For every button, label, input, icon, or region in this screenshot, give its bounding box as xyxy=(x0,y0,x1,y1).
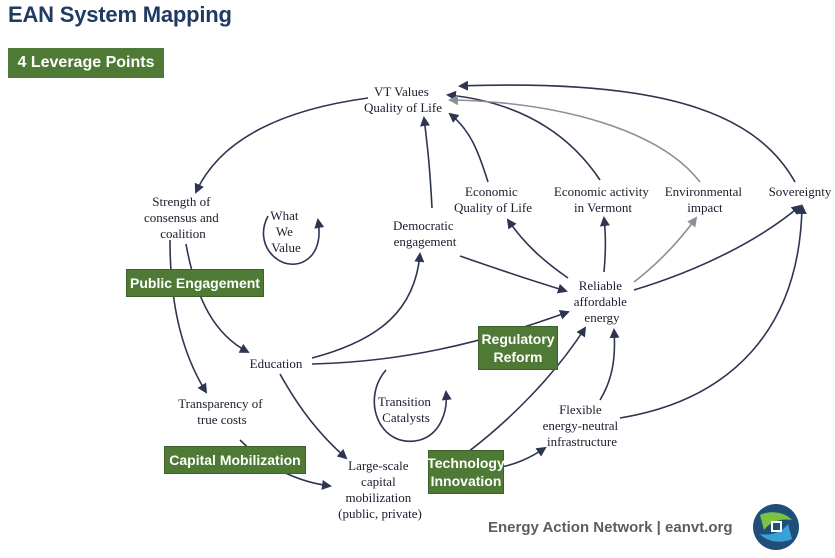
node-education: Education xyxy=(250,356,303,371)
page-title: EAN System Mapping xyxy=(8,2,232,27)
link-democratic-to-values xyxy=(420,116,433,209)
node-democratic-engagement: Democratic engagement xyxy=(393,218,457,249)
link-energy-to-econ-qol xyxy=(506,218,569,279)
node-transparency: Transparency of true costs xyxy=(178,396,266,427)
link-energy-to-econ-activity xyxy=(599,216,610,273)
node-reliable-energy: Reliable affordable energy xyxy=(574,278,630,325)
link-capital-to-energy xyxy=(467,326,587,453)
link-consensus-to-transparency xyxy=(169,239,208,394)
ean-logo-icon xyxy=(753,504,799,550)
node-environmental-impact: Environmental impact xyxy=(665,184,746,215)
node-economic-activity: Economic activity in Vermont xyxy=(554,184,652,215)
leverage-public-engagement: Public Engagement xyxy=(126,269,264,297)
link-flexible-to-energy xyxy=(599,328,620,401)
link-energy-to-sovereignty xyxy=(633,204,802,291)
link-sovereignty-to-values xyxy=(458,80,796,183)
node-economic-quality-of-life: Economic Quality of Life xyxy=(454,184,532,215)
node-sovereignty: Sovereignty xyxy=(769,184,832,199)
loop-what-we-value xyxy=(262,215,325,266)
link-education-to-democratic xyxy=(311,252,425,359)
link-econ-activity-to-values xyxy=(446,90,601,181)
link-econ-qol-to-values xyxy=(448,112,489,183)
leverage-capital-mobilization: Capital Mobilization xyxy=(164,446,306,474)
link-education-to-capital xyxy=(279,373,348,460)
leverage-points-badge: 4 Leverage Points xyxy=(8,48,164,78)
node-large-scale-capital: Large-scale capital mobilization (public… xyxy=(338,458,422,521)
footer-credit: Energy Action Network | eanvt.org xyxy=(488,519,733,536)
loop-transition-catalysts xyxy=(373,369,452,443)
link-environment-to-values xyxy=(448,95,701,183)
link-consensus-to-education xyxy=(185,243,250,353)
node-transition-catalysts: Transition Catalysts xyxy=(378,394,434,425)
link-education-to-energy xyxy=(311,310,570,365)
link-energy-to-environment xyxy=(633,216,698,283)
node-flexible-infrastructure: Flexible energy-neutral infrastructure xyxy=(543,402,622,449)
node-vt-values: VT Values Quality of Life xyxy=(364,84,442,115)
node-strength-consensus: Strength of consensus and coalition xyxy=(144,194,222,241)
link-democratic-to-energy xyxy=(459,255,568,294)
node-what-we-value: What We Value xyxy=(270,208,301,255)
link-flexible-to-sovereignty xyxy=(619,204,807,419)
link-values-to-consensus xyxy=(194,97,369,194)
